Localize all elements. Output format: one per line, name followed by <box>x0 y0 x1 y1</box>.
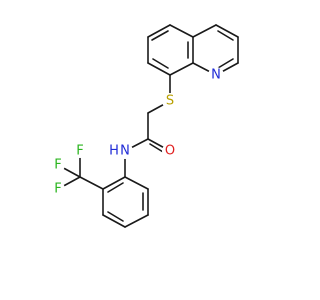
bond-double-inner <box>152 58 169 69</box>
bond <box>124 176 149 190</box>
bond-double-inner <box>107 182 124 193</box>
bond-double-inner <box>151 30 169 41</box>
bond-layer <box>57 24 239 228</box>
bond <box>215 24 239 38</box>
bond <box>102 214 126 228</box>
bond <box>102 176 126 190</box>
bond <box>124 214 149 228</box>
amide-nitrogen-label: N <box>120 144 130 159</box>
fluorine-label: F <box>76 144 83 159</box>
bond <box>192 24 217 38</box>
amide-hydrogen-label: H <box>109 144 119 159</box>
fluorine-label: F <box>54 182 61 197</box>
bond-double-inner <box>217 58 234 69</box>
fluorine-label: F <box>54 158 61 173</box>
bond <box>79 176 104 190</box>
amide-oxygen-label: O <box>165 144 175 159</box>
sulfur-label: S <box>166 94 174 109</box>
bond <box>169 62 194 76</box>
bond <box>169 24 194 38</box>
molecule-structure: N S O N H F F F <box>51 24 239 228</box>
bond-double-inner <box>107 211 124 222</box>
bond <box>147 24 171 38</box>
bond-double-inner <box>217 30 234 41</box>
atom-label-layer: N S O N H F F F <box>51 67 224 197</box>
quinoline-nitrogen-label: N <box>211 68 221 83</box>
bond <box>147 62 171 76</box>
